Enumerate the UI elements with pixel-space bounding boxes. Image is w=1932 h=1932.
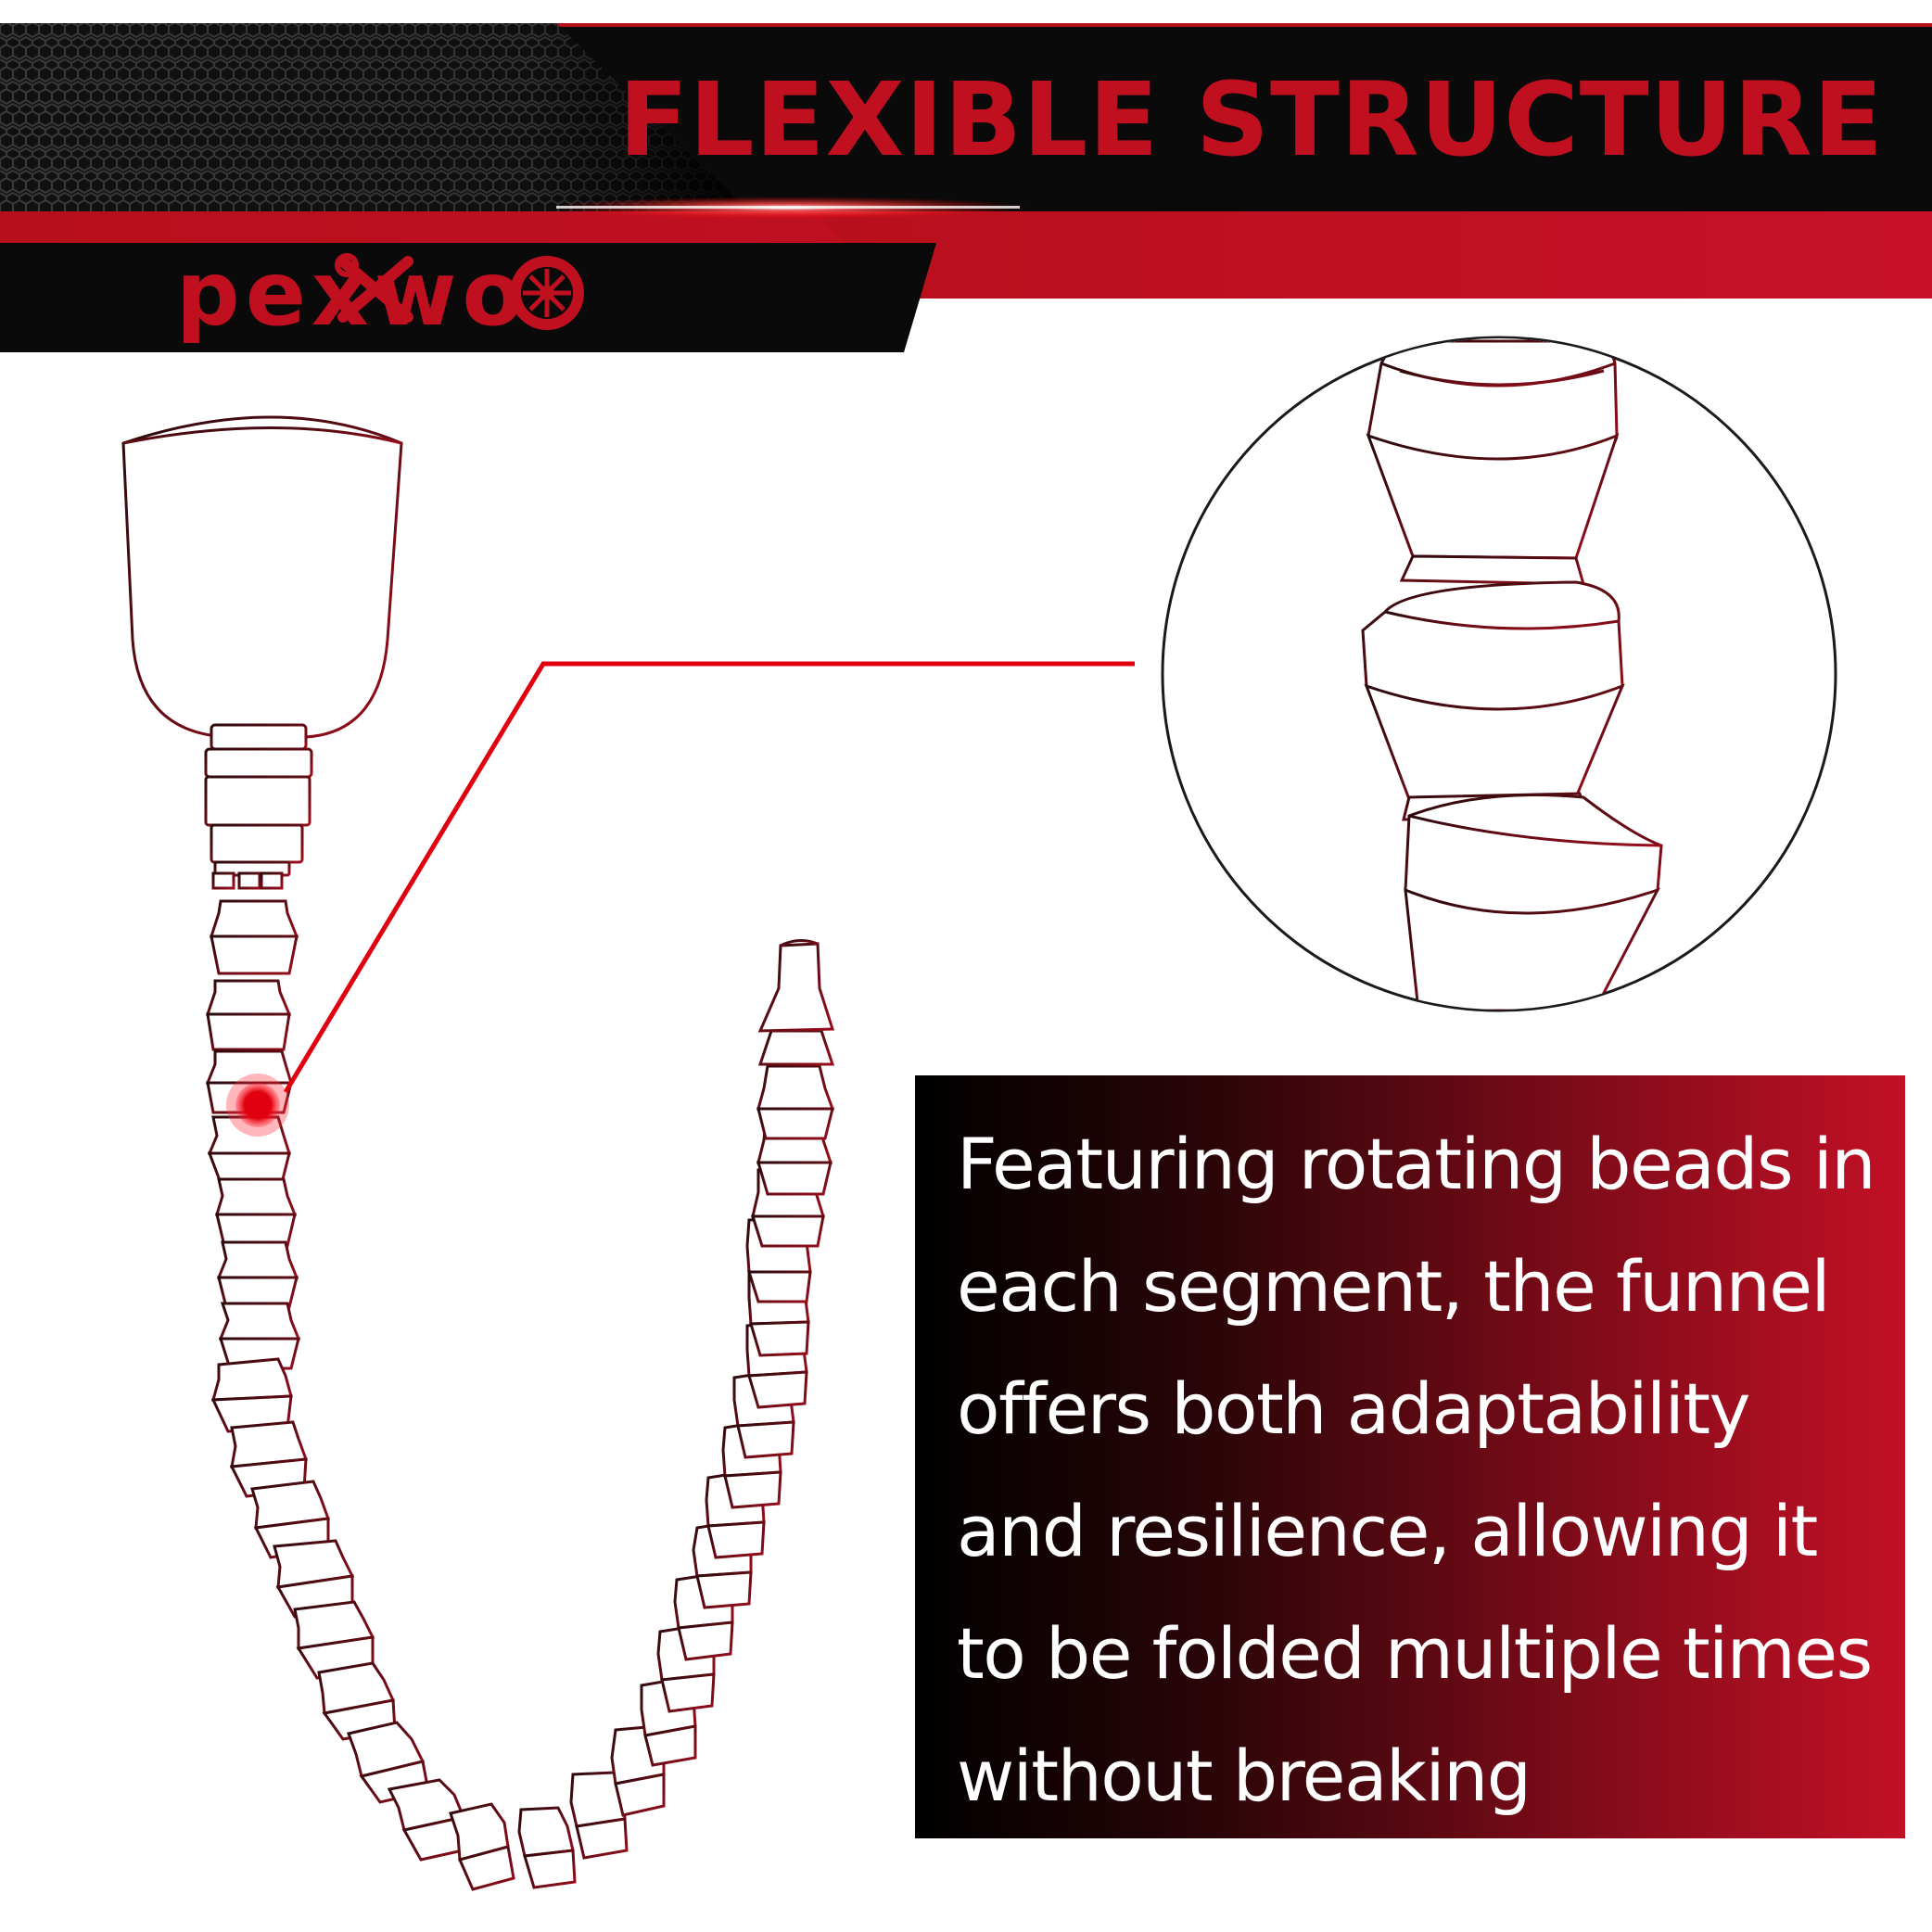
brand-logo: pexwo xyxy=(176,242,529,346)
banner-graphic xyxy=(0,23,1932,352)
funnel-cup-icon xyxy=(121,415,403,890)
bead-segment-magnifier-icon xyxy=(1161,336,1837,1012)
product-illustration xyxy=(121,336,1837,1891)
description-text: Featuring rotating beads in each segment… xyxy=(957,1123,1876,1817)
page-title: FLEXIBLE STRUCTURE xyxy=(618,60,1884,179)
wheel-icon xyxy=(510,256,584,330)
header-banner: FLEXIBLE STRUCTURE pexwo xyxy=(0,0,1932,362)
callout-dot-core xyxy=(235,1083,280,1127)
wrench-screwdriver-icon xyxy=(335,253,413,323)
hose-segments-right xyxy=(517,939,835,1889)
description-panel: Featuring rotating beads in each segment… xyxy=(915,1075,1905,1838)
callout-line xyxy=(283,661,1135,1094)
hose-segments-left xyxy=(205,899,515,1891)
